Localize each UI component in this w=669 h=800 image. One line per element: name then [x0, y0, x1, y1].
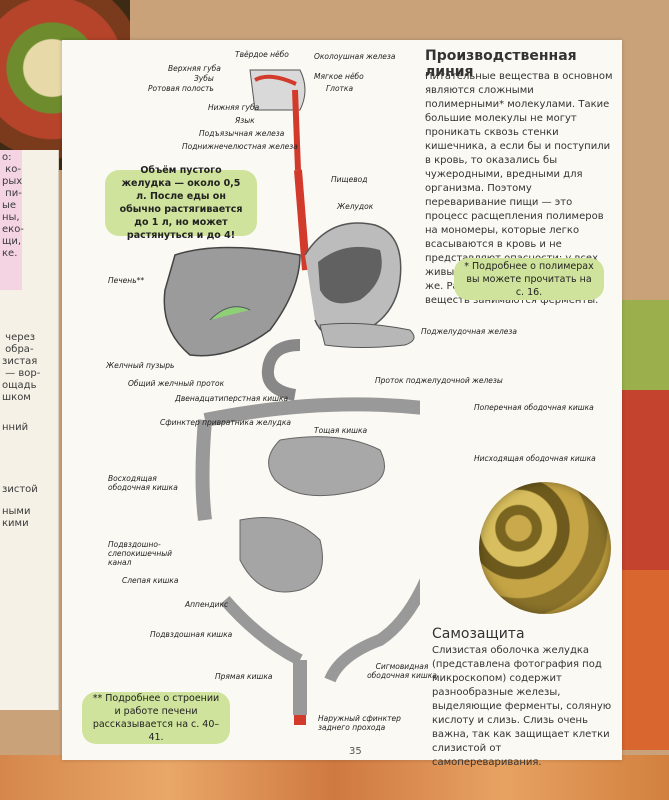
label-liver: Печень** — [108, 276, 145, 285]
page-number: 35 — [349, 746, 362, 757]
left-page-pink-box — [0, 150, 22, 290]
label-oral-cavity: Ротовая полость — [148, 84, 214, 93]
label-descending-colon: Нисходящая ободочная кишка — [474, 454, 596, 463]
label-submandibular: Поднижнечелюстная железа — [182, 142, 298, 151]
mucosa-micrograph — [479, 482, 611, 614]
left-page-text-5: ными кими — [2, 506, 31, 529]
label-sublingual: Подъязычная железа — [199, 129, 285, 138]
selfdefense-paragraph: Слизистая оболочка желудка (представлена… — [432, 645, 612, 768]
peach-background — [0, 755, 669, 800]
label-pancreatic-duct: Проток поджелудочной железы — [375, 376, 503, 385]
label-upper-lip: Верхняя губа — [168, 64, 221, 73]
section-title: Производственная линия — [425, 48, 577, 80]
liver-footnote: ** Подробнее о строении и работе печени … — [82, 692, 230, 744]
label-cecum: Слепая кишка — [122, 576, 179, 585]
stomach-volume-callout: Объём пустого желудка — около 0,5 л. Пос… — [105, 165, 257, 241]
left-page-text-1: о: ко- рых пи- ые ны, еко- щи, ке. — [2, 152, 24, 259]
label-ascending-colon: Восходящая ободочная кишка — [108, 474, 178, 492]
label-bile-duct: Общий желчный проток — [128, 379, 225, 388]
left-page-text-3: нний — [2, 422, 29, 433]
label-hard-palate: Твёрдое нёбо — [235, 50, 289, 59]
label-transverse-colon: Поперечная ободочная кишка — [474, 403, 594, 412]
label-rectum: Прямая кишка — [215, 672, 273, 681]
left-page-edge: о: ко- рых пи- ые ны, еко- щи, ке. через… — [0, 150, 59, 710]
label-parotid: Околоушная железа — [314, 52, 396, 61]
label-tongue: Язык — [235, 116, 255, 125]
fruit-background — [622, 300, 669, 750]
label-ileocecal: Подвздошно-слепокишечный канал — [108, 540, 173, 567]
label-stomach: Желудок — [337, 202, 374, 211]
label-teeth: Зубы — [194, 74, 214, 83]
selfdefense-title: Самозащита — [432, 626, 525, 642]
label-appendix: Аппендикс — [185, 600, 229, 609]
polymers-footnote: * Подробнее о полимерах вы можете прочит… — [454, 258, 604, 300]
digestive-system-diagram — [163, 69, 420, 725]
label-esophagus: Пищевод — [331, 175, 368, 184]
label-anal: Наружный сфинктер заднего прохода — [318, 714, 401, 732]
label-ileum: Подвздошная кишка — [150, 630, 233, 639]
label-pyloric: Сфинктер привратника желудка — [160, 418, 291, 427]
label-pancreas: Поджелудочная железа — [421, 327, 517, 336]
label-sigmoid: Сигмовидная ободочная кишка — [367, 662, 437, 680]
label-jejunum: Тощая кишка — [314, 426, 368, 435]
label-soft-palate: Мягкое нёбо — [314, 72, 364, 81]
left-page-text-4: зистой — [2, 484, 38, 495]
label-gallbladder: Желчный пузырь — [106, 361, 175, 370]
label-pharynx: Глотка — [326, 84, 354, 93]
label-lower-lip: Нижняя губа — [208, 103, 260, 112]
left-page-text-2: через обра- зистая — вор- ощадь шком — [2, 332, 41, 403]
label-duodenum: Двенадцатиперстная кишка — [175, 394, 289, 403]
